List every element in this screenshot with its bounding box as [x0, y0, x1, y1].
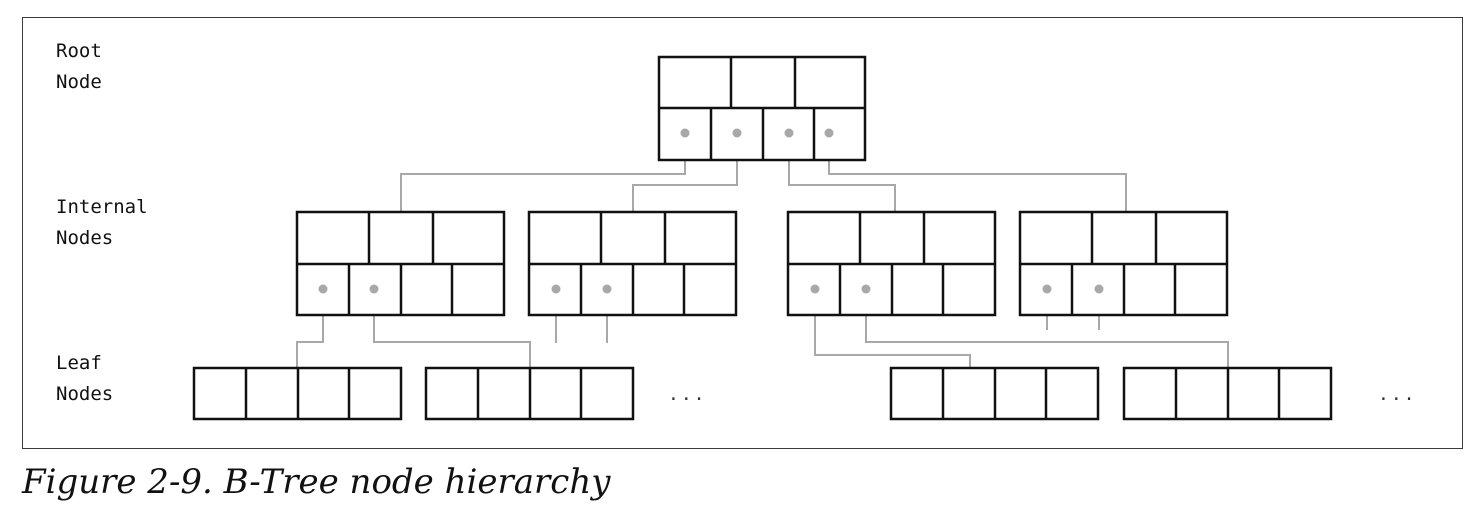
connector-root-4	[828, 133, 1127, 212]
internal-node-4	[1018, 210, 1229, 317]
pointer-dot	[732, 128, 742, 138]
internal-node-3	[786, 210, 997, 317]
pointer-dot	[369, 284, 379, 294]
pointer-dot	[810, 284, 820, 294]
pointer-dot	[861, 284, 871, 294]
connector-root-1	[400, 133, 686, 212]
pointer-dot	[602, 284, 612, 294]
pointer-dot	[1042, 284, 1052, 294]
figure-caption: Figure 2-9. B-Tree node hierarchy	[22, 462, 611, 502]
label-internal-nodes: Internal Nodes	[56, 196, 148, 249]
root-node	[657, 55, 867, 162]
pointer-dot	[1094, 284, 1104, 294]
leaf-node-3	[889, 366, 1100, 421]
diagram-frame	[22, 17, 1463, 449]
ellipsis-left: ...	[668, 384, 707, 405]
label-leaf-nodes: Leaf Nodes	[56, 352, 114, 405]
pointer-dot	[318, 284, 328, 294]
pointer-dot	[551, 284, 561, 294]
pointer-dot	[824, 128, 834, 138]
pointer-dot	[784, 128, 794, 138]
leaf-node-2	[424, 366, 635, 421]
leaf-node-1	[192, 366, 403, 421]
pointer-dot	[680, 128, 690, 138]
ellipsis-right: ...	[1378, 384, 1417, 405]
internal-node-2	[527, 210, 738, 317]
leaf-node-4	[1122, 366, 1333, 421]
label-root-node: Root Node	[56, 40, 102, 93]
pointer-dots	[318, 128, 1104, 294]
internal-node-1	[295, 210, 506, 317]
connector-int3-1	[814, 289, 971, 368]
